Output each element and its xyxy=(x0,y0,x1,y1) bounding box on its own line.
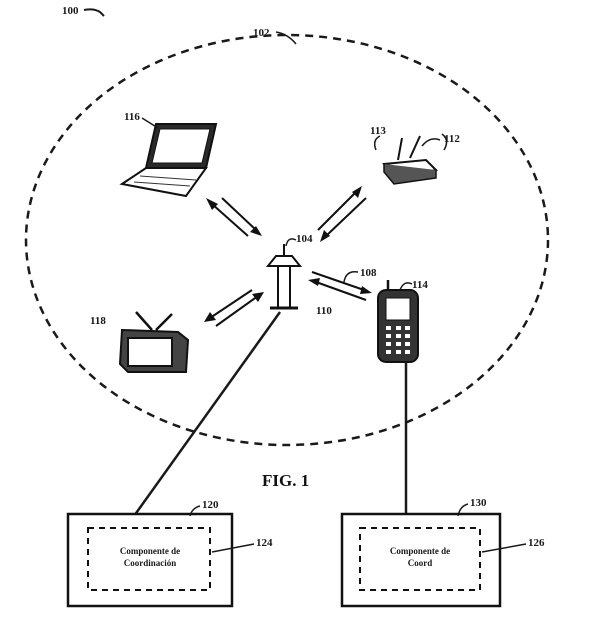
ref-110: 110 xyxy=(316,305,332,317)
ref-124: 124 xyxy=(256,537,273,549)
right-box-line2: Coord xyxy=(408,558,433,568)
ref-116: 116 xyxy=(124,111,140,123)
link-tv-arrows xyxy=(204,289,264,327)
left-box-line1: Componente de xyxy=(120,546,180,556)
coverage-zone xyxy=(24,33,550,447)
coordination-component-box xyxy=(66,512,234,608)
ref-112: 112 xyxy=(444,133,460,145)
figure-label: FIG. 1 xyxy=(262,471,309,490)
link-phone-arrows xyxy=(308,271,372,301)
ref-114: 114 xyxy=(412,279,428,291)
ref-108: 108 xyxy=(360,267,377,279)
connector-tower-to-left-box xyxy=(132,311,282,517)
ref-116-leader xyxy=(141,117,159,129)
ref-104-leader xyxy=(285,238,297,247)
ref-126: 126 xyxy=(528,537,545,549)
ref-120: 120 xyxy=(202,499,219,511)
ref-102-leader xyxy=(275,31,297,45)
television-icon xyxy=(118,311,190,373)
link-router-arrows xyxy=(317,186,367,242)
laptop-icon xyxy=(119,123,218,198)
ref-100-arrow xyxy=(83,8,105,17)
link-laptop-arrows xyxy=(206,197,262,237)
ref-100: 100 xyxy=(62,5,79,17)
ref-108-leader xyxy=(343,270,359,283)
base-station-tower-icon xyxy=(265,244,303,310)
ref-120-leader xyxy=(189,505,201,517)
ref-130: 130 xyxy=(470,497,487,509)
ref-124-leader xyxy=(211,543,255,553)
ref-112-leader xyxy=(421,138,441,147)
ref-113: 113 xyxy=(370,125,386,137)
left-box-line2: Coordinación xyxy=(124,558,177,568)
ref-130-leader xyxy=(457,503,469,517)
ref-114-leader xyxy=(399,282,413,291)
ref-102: 102 xyxy=(253,27,270,39)
ref-126-leader xyxy=(481,543,527,553)
right-box-line1: Componente de xyxy=(390,546,450,556)
mobile-phone-icon xyxy=(377,280,419,363)
ref-118: 118 xyxy=(90,315,106,327)
ref-104: 104 xyxy=(296,233,313,245)
coord-component-box xyxy=(340,512,502,608)
router-icon xyxy=(373,133,448,185)
